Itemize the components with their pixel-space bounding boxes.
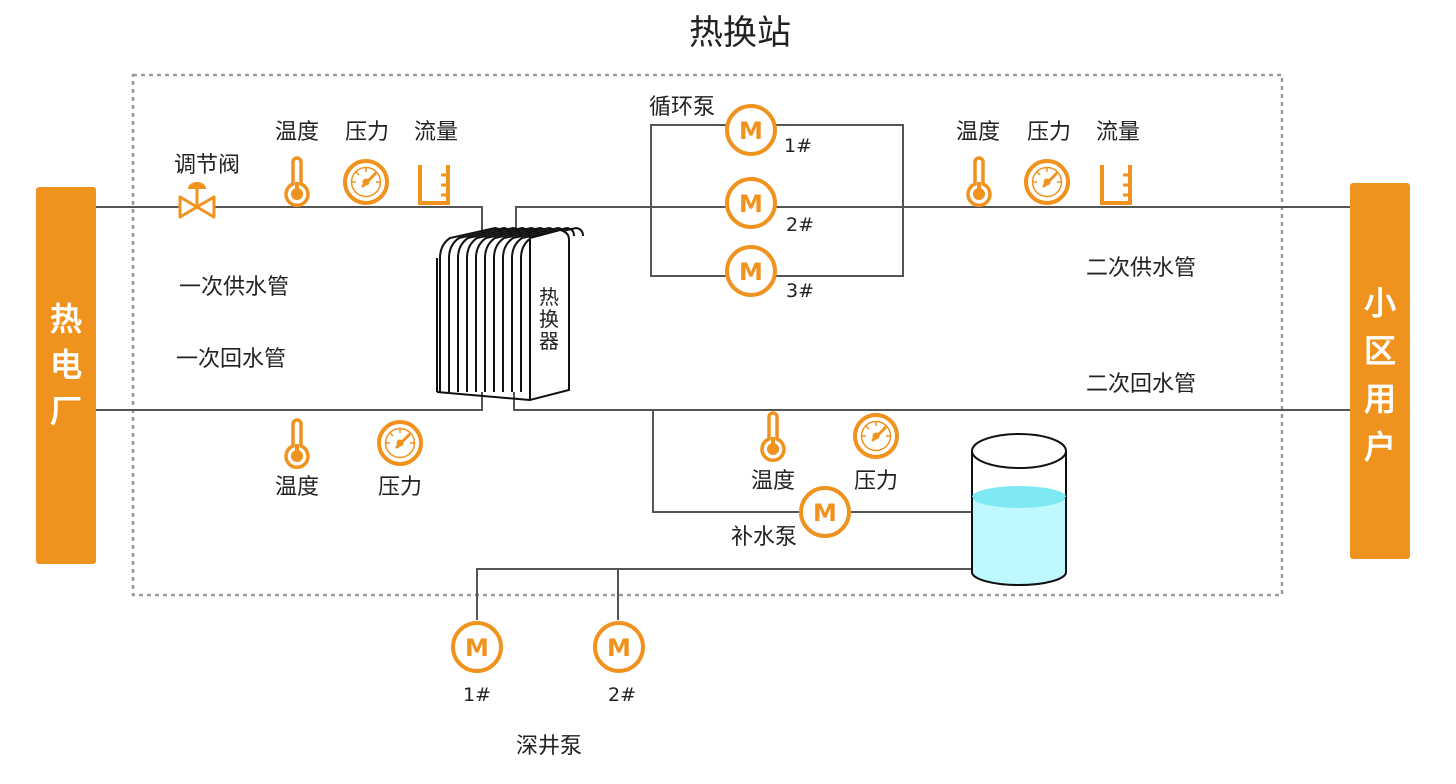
water-tank xyxy=(971,433,1067,586)
deep-well-pump-2[interactable]: M 2# xyxy=(593,621,645,706)
makeup-pipe xyxy=(652,410,972,513)
station-boundary xyxy=(131,73,1284,597)
circulation-pump-1[interactable]: M 1# xyxy=(725,104,812,157)
power-plant-char-1: 热 xyxy=(50,300,82,338)
secondary-supply-pressure-label: 压力 xyxy=(1027,120,1071,145)
heat-exchanger-char-1: 热 xyxy=(539,285,559,309)
users-char-2: 区 xyxy=(1364,332,1396,370)
heat-exchanger-char-3: 器 xyxy=(539,329,559,353)
primary-return-pressure-label: 压力 xyxy=(378,475,422,500)
deep-well-pump-1[interactable]: M 1# xyxy=(451,621,503,706)
pressure-gauge-icon xyxy=(853,413,899,459)
secondary-return-temp-label: 温度 xyxy=(751,469,795,494)
primary-return-pipe xyxy=(96,392,483,411)
pump-glyph: M xyxy=(739,190,763,218)
thermometer-icon xyxy=(966,156,992,208)
heat-exchanger-char-2: 换 xyxy=(539,307,559,331)
circulation-pump-3[interactable]: M 3# xyxy=(725,245,814,302)
pump-id: 2# xyxy=(608,684,636,706)
pump-glyph: M xyxy=(739,258,763,286)
pump-glyph: M xyxy=(813,499,837,527)
primary-supply-temp-label: 温度 xyxy=(275,120,319,145)
circulation-pump-2[interactable]: M 2# xyxy=(725,177,814,236)
secondary-supply-pipe xyxy=(515,206,1350,232)
makeup-pump-label: 补水泵 xyxy=(731,525,797,550)
heat-exchanger-base xyxy=(436,258,531,401)
users-char-1: 小 xyxy=(1364,284,1396,322)
heat-exchanger: 热 换 器 xyxy=(436,226,584,402)
primary-supply-pressure-label: 压力 xyxy=(345,120,389,145)
pump-glyph: M xyxy=(739,117,763,145)
power-plant-char-3: 厂 xyxy=(50,392,82,430)
circulation-pumps-label: 循环泵 xyxy=(649,95,715,120)
pressure-gauge-icon xyxy=(377,420,423,466)
makeup-pump[interactable]: M xyxy=(799,486,851,538)
pipe-network xyxy=(96,124,1350,620)
pump-id: 1# xyxy=(463,684,491,706)
heat-exchanger-plate xyxy=(511,226,575,392)
pump-glyph: M xyxy=(465,634,489,662)
primary-supply-pipe xyxy=(96,206,483,232)
secondary-supply-flow-label: 流量 xyxy=(1096,120,1140,145)
power-plant-char-2: 电 xyxy=(50,346,82,384)
flow-meter-icon xyxy=(1100,163,1132,205)
thermometer-icon xyxy=(760,411,786,463)
secondary-return-pressure-label: 压力 xyxy=(854,469,898,494)
pump-id: 1# xyxy=(784,135,812,157)
primary-supply-pipe-label: 一次供水管 xyxy=(179,275,289,300)
primary-return-temp-label: 温度 xyxy=(275,475,319,500)
residential-users-panel: 小 区 用 户 xyxy=(1350,183,1410,559)
valve-icon[interactable] xyxy=(178,182,216,219)
thermometer-icon xyxy=(284,418,310,470)
pump-glyph: M xyxy=(607,634,631,662)
pressure-gauge-icon xyxy=(1024,159,1070,205)
secondary-return-pipe-label: 二次回水管 xyxy=(1086,372,1196,397)
primary-return-pipe-label: 一次回水管 xyxy=(176,347,286,372)
deep-well-pipe xyxy=(476,568,972,620)
pump-id: 2# xyxy=(786,214,814,236)
secondary-return-pipe xyxy=(513,392,1350,411)
secondary-supply-temp-label: 温度 xyxy=(956,120,1000,145)
users-char-4: 户 xyxy=(1364,428,1396,466)
pressure-gauge-icon xyxy=(343,159,389,205)
circulation-loop xyxy=(650,124,904,277)
power-plant-panel: 热 电 厂 xyxy=(36,187,96,564)
page-title: 热换站 xyxy=(689,13,791,53)
primary-supply-flow-label: 流量 xyxy=(414,120,458,145)
thermometer-icon xyxy=(284,156,310,208)
flow-meter-icon xyxy=(418,163,450,205)
users-char-3: 用 xyxy=(1364,380,1396,418)
pump-id: 3# xyxy=(786,280,814,302)
secondary-supply-pipe-label: 二次供水管 xyxy=(1086,256,1196,281)
valve-label: 调节阀 xyxy=(174,153,240,178)
deep-well-pumps-label: 深井泵 xyxy=(516,734,582,759)
